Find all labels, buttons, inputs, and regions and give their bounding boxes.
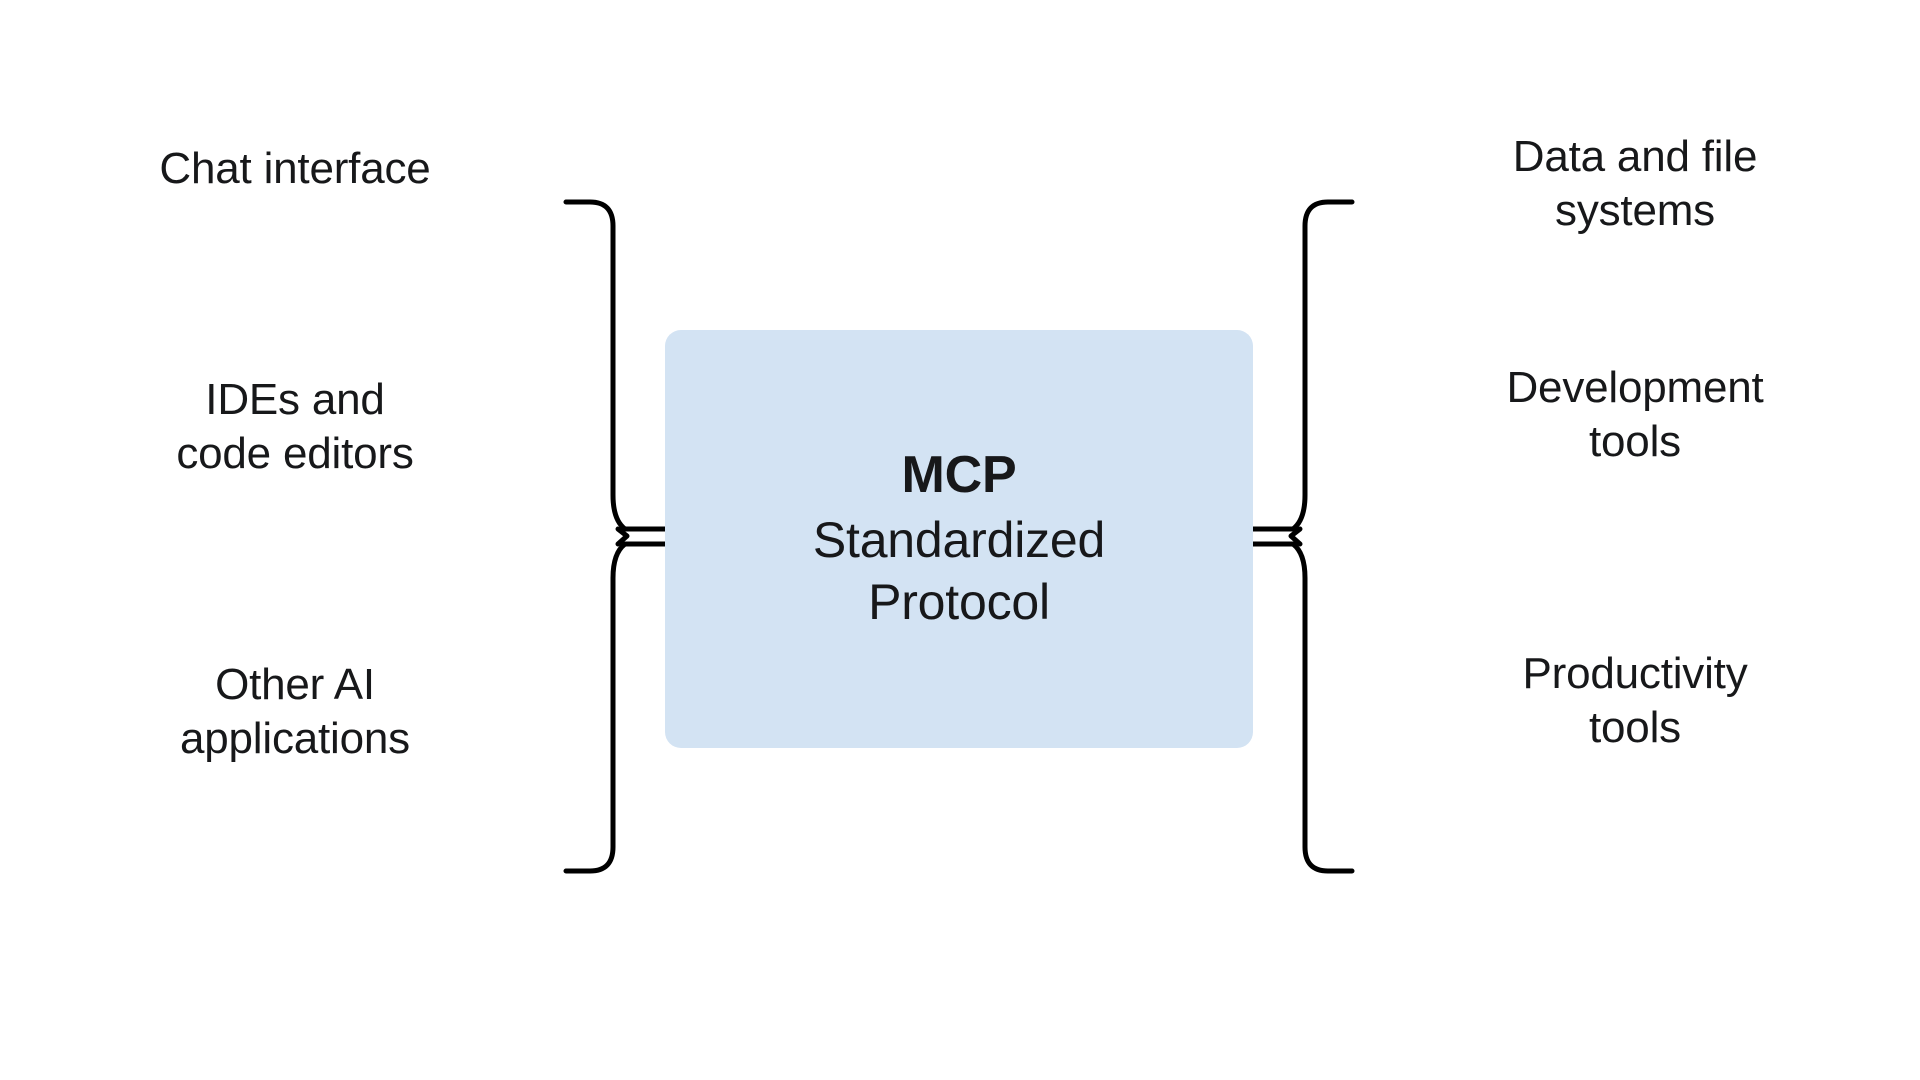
- left-curly-bracket-lower-icon: [563, 541, 678, 874]
- right-bracket-tip-icon: [1288, 526, 1303, 547]
- left-bracket-tip-icon: [615, 526, 630, 547]
- center-node-mcp: MCP Standardized Protocol: [665, 330, 1253, 748]
- left-curly-bracket-icon: [563, 199, 678, 532]
- right-node-productivity-tools: Productivity tools: [1522, 649, 1748, 752]
- left-node-chat-interface: Chat interface: [159, 144, 431, 193]
- center-node-title: MCP: [901, 446, 1017, 505]
- left-node-other-ai-applications: Other AI applications: [180, 660, 410, 763]
- center-node-subtitle: Standardized Protocol: [812, 511, 1106, 630]
- left-node-ides-and-code-editors: IDEs and code editors: [176, 375, 414, 478]
- right-curly-bracket-lower-icon: [1240, 541, 1355, 874]
- right-node-development-tools: Development tools: [1506, 363, 1764, 466]
- right-curly-bracket-icon: [1240, 199, 1355, 532]
- right-node-data-and-file-systems: Data and file systems: [1512, 132, 1758, 235]
